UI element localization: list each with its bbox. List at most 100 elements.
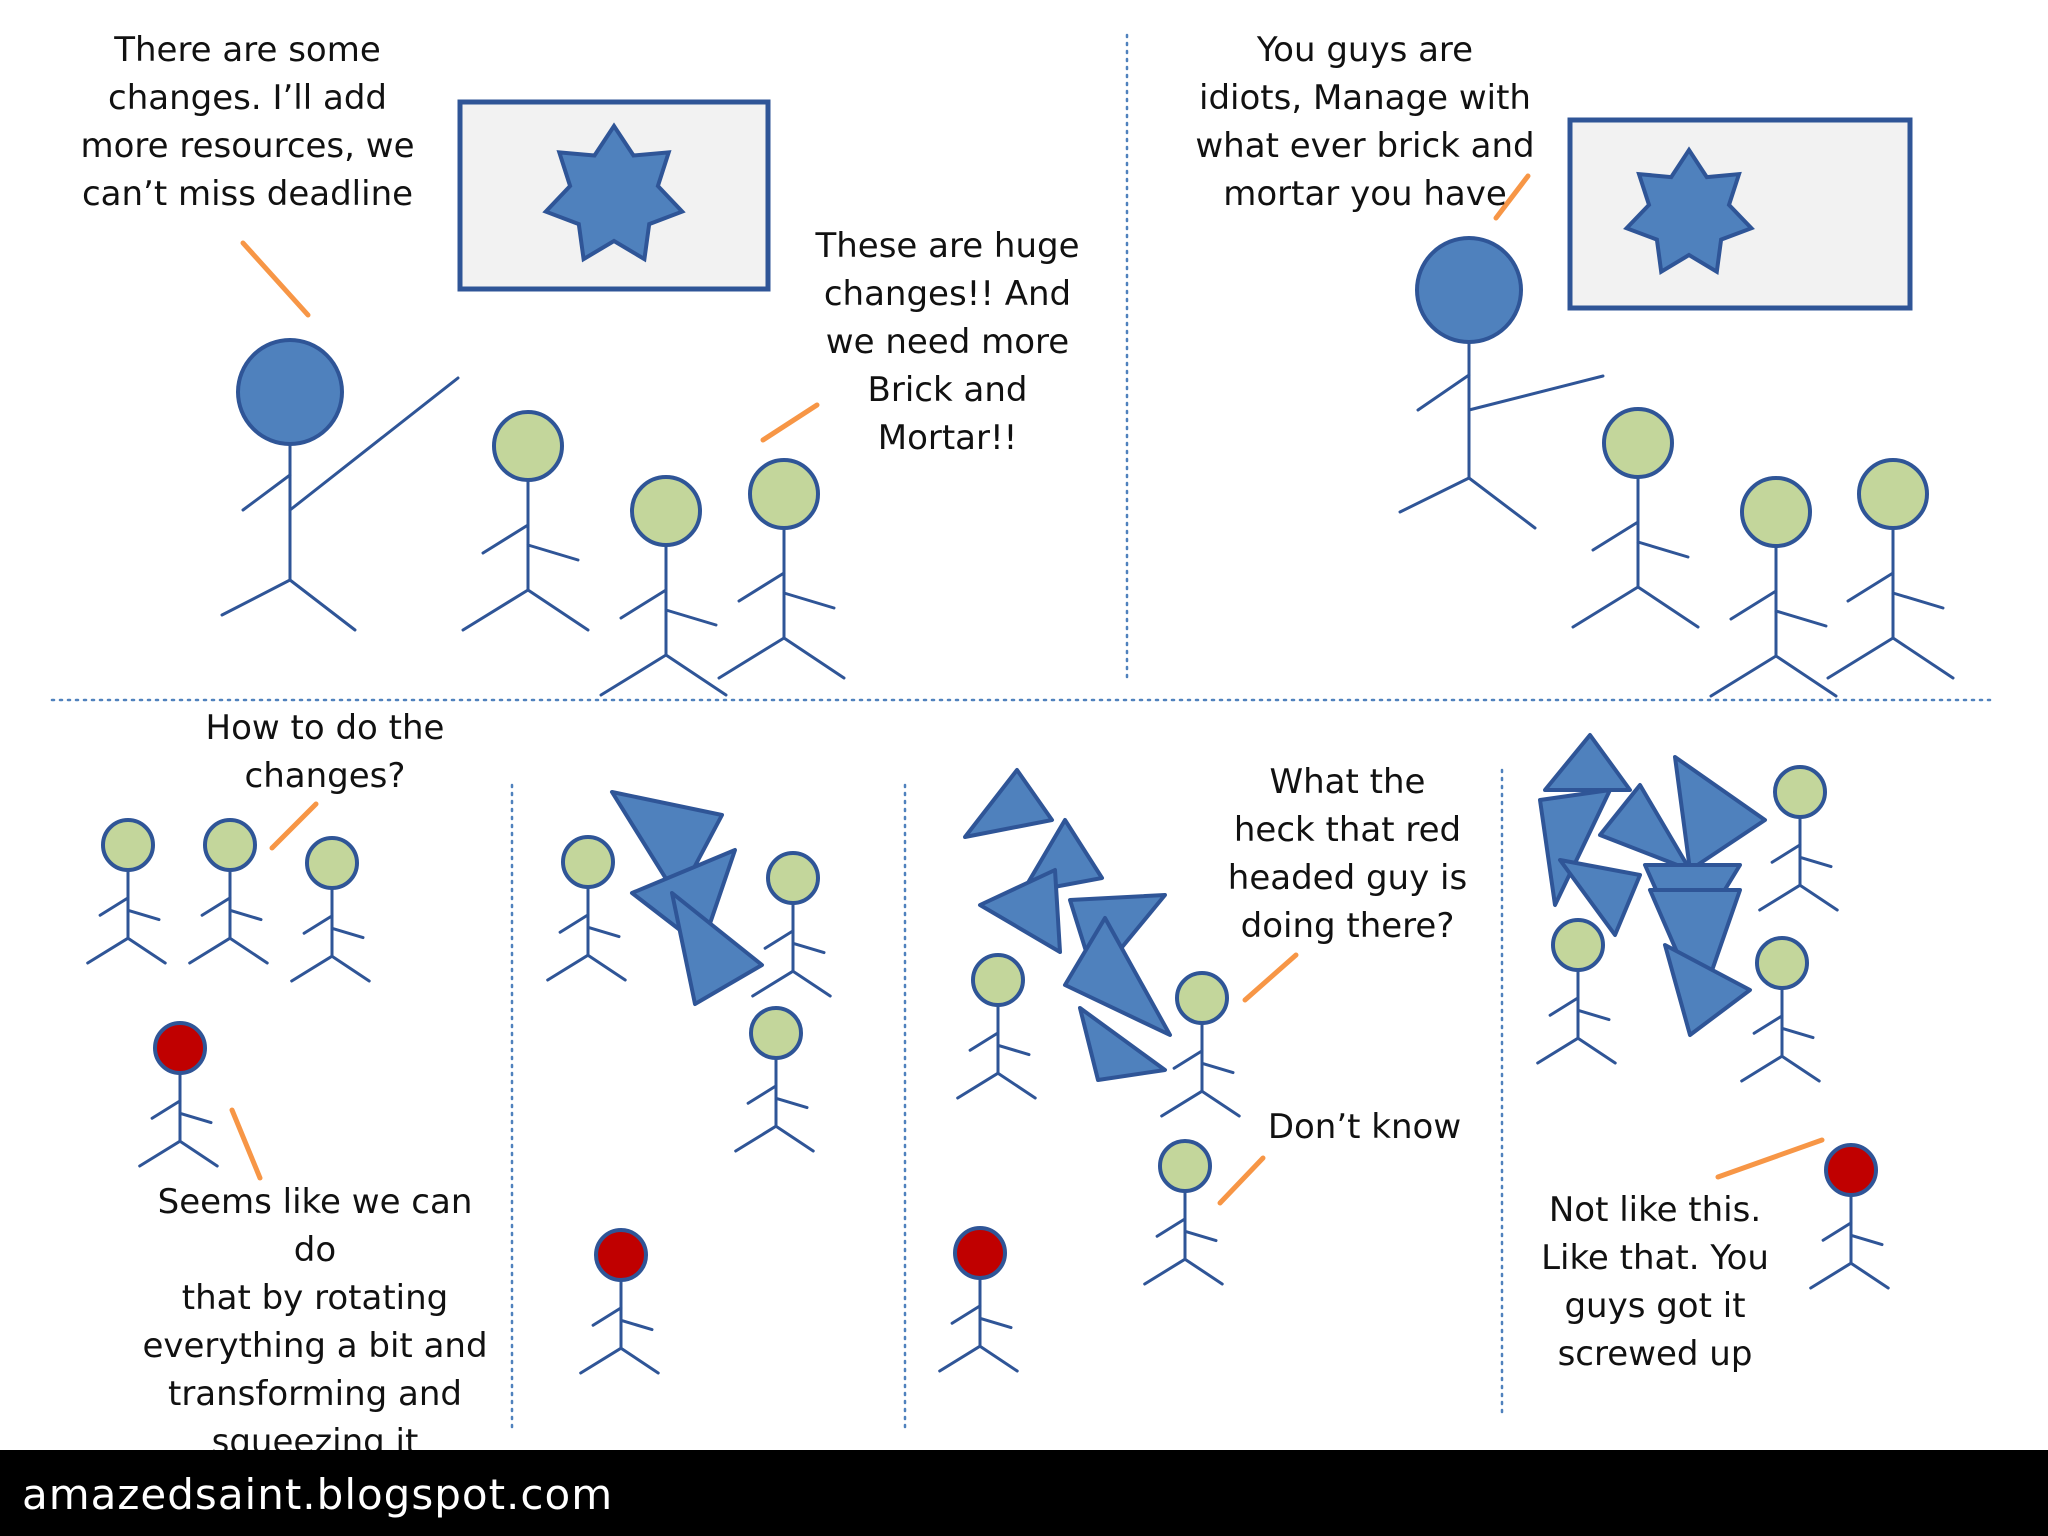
boss-leg — [1398, 476, 1471, 514]
stick-arm — [791, 941, 826, 955]
stick-leg — [664, 653, 728, 697]
speech-line — [229, 1107, 263, 1181]
stick-leg — [1826, 636, 1895, 680]
red-head — [1824, 1143, 1878, 1197]
stick-arm — [1891, 591, 1945, 610]
boss-arm — [241, 473, 292, 512]
speech-line — [760, 402, 820, 443]
boss-speech-panel2: You guys are idiots, Manage with what ev… — [1195, 30, 1535, 214]
stick-arm — [1752, 1014, 1784, 1035]
triangle-block — [1543, 733, 1632, 792]
stick-leg — [717, 636, 786, 680]
stick-leg — [1160, 1089, 1204, 1118]
worker-head — [1551, 918, 1605, 972]
stick-arm — [1548, 996, 1580, 1017]
stick-arm — [1183, 1229, 1218, 1243]
boss-pointing-arm — [288, 376, 460, 512]
stick-leg — [1740, 1054, 1784, 1083]
stick-arm — [150, 1099, 182, 1120]
stick-leg — [751, 969, 795, 998]
triangle-block — [963, 768, 1054, 839]
worker-head — [1158, 1139, 1212, 1193]
boss-arm — [1416, 373, 1471, 412]
stick-leg — [938, 1344, 982, 1373]
worker-head — [1740, 476, 1812, 548]
stick-leg — [126, 936, 167, 965]
red-speech-panel3: Seems like we can do that by rotating ev… — [142, 1182, 488, 1462]
stick-arm — [1636, 540, 1690, 559]
red-head — [153, 1021, 207, 1075]
stick-arm — [586, 925, 621, 939]
triangle-block — [1078, 1006, 1167, 1082]
stick-leg — [1200, 1089, 1241, 1118]
stick-arm — [558, 913, 590, 934]
stick-arm — [228, 908, 263, 922]
speech-line — [1715, 1137, 1825, 1180]
star-shape — [542, 122, 686, 263]
boss-head — [236, 338, 344, 446]
worker-head — [748, 458, 820, 530]
stick-leg — [1636, 585, 1700, 629]
stick-arm — [619, 1318, 654, 1332]
worker-head — [1857, 458, 1929, 530]
stick-arm — [178, 1111, 213, 1125]
stick-leg — [1536, 1036, 1580, 1065]
stick-leg — [290, 954, 334, 983]
triangle-block — [1648, 888, 1742, 1007]
triangle-block — [1598, 783, 1692, 872]
footer-bar: amazedsaint.blogspot.com — [0, 1450, 2048, 1536]
stick-arm — [1846, 571, 1895, 603]
blog-url-label: amazedsaint.blogspot.com — [22, 1470, 614, 1519]
stick-arm — [1821, 1221, 1853, 1242]
stick-leg — [1774, 654, 1838, 698]
boss-speech-panel1: There are some changes. I’ll add more re… — [80, 30, 415, 214]
worker-head — [1773, 765, 1827, 819]
stick-arm — [619, 588, 668, 620]
worker-head — [561, 835, 615, 889]
stick-arm — [1774, 609, 1828, 628]
stick-leg — [546, 953, 590, 982]
stick-leg — [330, 954, 371, 983]
stick-arm — [1591, 520, 1640, 552]
stick-arm — [126, 908, 161, 922]
stick-leg — [599, 653, 668, 697]
worker-head — [971, 953, 1025, 1007]
stick-arm — [98, 896, 130, 917]
worker-speech-panel1: These are huge changes!! And we need mor… — [815, 226, 1080, 458]
stick-arm — [746, 1084, 778, 1105]
answer-panel5: Don’t know — [1267, 1107, 1462, 1147]
stick-arm — [330, 926, 365, 940]
worker-head — [1755, 936, 1809, 990]
speech-line — [1493, 173, 1531, 221]
stick-arm — [782, 591, 836, 610]
stick-leg — [1576, 1036, 1617, 1065]
stick-arm — [763, 929, 795, 950]
triangle-block — [1558, 858, 1642, 937]
triangle-block — [978, 868, 1062, 954]
stick-leg — [188, 936, 232, 965]
stick-leg — [461, 588, 530, 632]
stick-leg — [1849, 1261, 1890, 1290]
worker-head — [101, 818, 155, 872]
stick-leg — [1891, 636, 1955, 680]
boss-leg — [1467, 476, 1537, 530]
stick-leg — [774, 1124, 815, 1153]
worker-head — [1175, 971, 1229, 1025]
stick-arm — [1172, 1049, 1204, 1070]
stick-arm — [526, 543, 580, 562]
triangle-block — [1663, 943, 1752, 1037]
speech-line — [1242, 952, 1299, 1003]
stick-leg — [228, 936, 269, 965]
stick-leg — [1758, 883, 1802, 912]
stick-arm — [1200, 1061, 1235, 1075]
stick-leg — [579, 1346, 623, 1375]
boss-leg — [288, 578, 357, 632]
worker-head — [1602, 407, 1674, 479]
stick-leg — [996, 1071, 1037, 1100]
star-shape — [1623, 146, 1755, 275]
stick-leg — [1809, 1261, 1853, 1290]
speech-line — [269, 801, 319, 851]
stick-arm — [978, 1316, 1013, 1330]
stick-arm — [996, 1043, 1031, 1057]
worker-head — [766, 851, 820, 905]
